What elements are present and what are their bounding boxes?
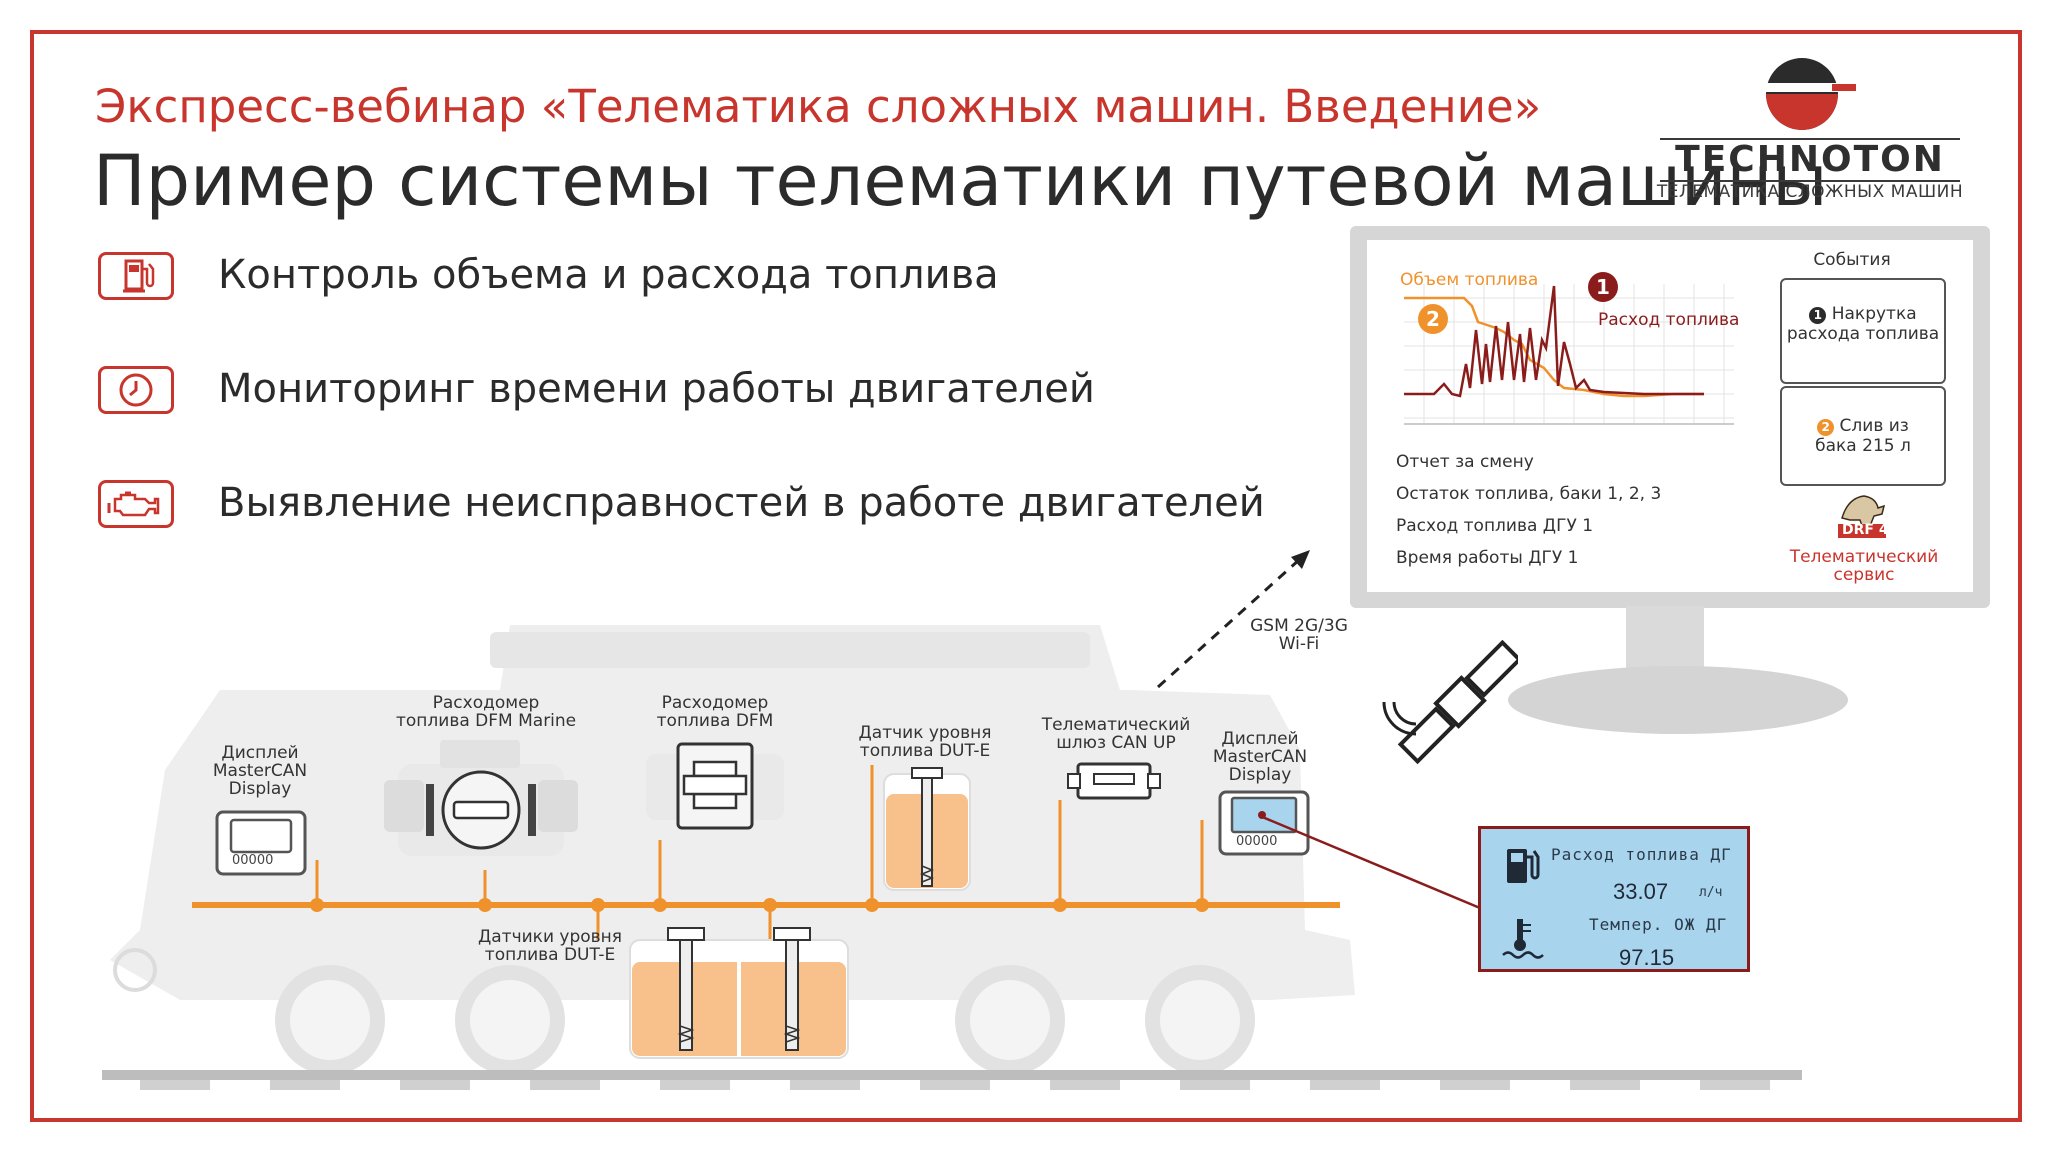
monitor-stand: [1508, 666, 1848, 734]
satellite-icon: [1378, 639, 1523, 765]
report-item: Расход топлива ДГУ 1: [1396, 516, 1594, 536]
report-item: Остаток топлива, баки 1, 2, 3: [1396, 484, 1662, 504]
fuel-pump-icon: [1503, 845, 1541, 891]
drf4-logo-text: DRF 4: [1842, 522, 1889, 538]
chart-badge-2: 2: [1418, 304, 1448, 334]
fuel-chart: [1404, 284, 1734, 425]
event-card-fuel-drain[interactable]: 2 Слив из бака 215 л: [1780, 386, 1946, 486]
events-title: События: [1813, 250, 1891, 270]
logo-wordmark: TECHNOTON: [1660, 138, 1960, 182]
fuel-volume-line: [1404, 296, 1704, 398]
page-title: Пример системы телематики путевой машины: [93, 140, 1828, 222]
display-right-counter: 00000: [1236, 834, 1278, 849]
drf4-logo-icon: [1832, 490, 1892, 540]
event-badge-2: 2: [1817, 419, 1835, 436]
event-card-fuel-tampering[interactable]: 1 Накрутка расхода топлива: [1780, 278, 1946, 384]
lcd-callout-line: [1259, 814, 1481, 910]
feature-engine-hours-text: Мониторинг времени работы двигателей: [218, 366, 1095, 412]
lcd-unit-fuel-rate: л/ч: [1699, 885, 1723, 900]
wireless-link-arrow: [1156, 550, 1310, 689]
can-up-gateway-device: [1066, 760, 1162, 802]
lcd-label-fuel-rate: Расход топлива ДГ: [1551, 845, 1732, 864]
event-badge-1: 1: [1809, 307, 1827, 324]
lcd-value-coolant-temp: 97.15: [1619, 945, 1675, 970]
report-item: Время работы ДГУ 1: [1396, 548, 1579, 568]
fuel-tanks-pair: [628, 926, 850, 1060]
chart-badge-1: 1: [1588, 272, 1618, 302]
coolant-temperature-icon: [1499, 915, 1545, 967]
lcd-label-coolant-temp: Темпер. ОЖ ДГ: [1589, 915, 1728, 934]
display-left-device: [215, 810, 307, 876]
dfm-marine-flowmeter: [380, 736, 580, 866]
logo-tagline: ТЕЛЕМАТИКА СЛОЖНЫХ МАШИН: [1656, 182, 1964, 202]
feature-fuel-text: Контроль объема и расхода топлива: [218, 252, 999, 298]
slide-frame: [30, 30, 2022, 1122]
dfm-flowmeter: [640, 736, 790, 836]
feature-faults-text: Выявление неисправностей в работе двигат…: [218, 480, 1265, 526]
dut-e-sensor-tank: [882, 766, 972, 892]
clock-icon: [98, 366, 174, 414]
engine-icon: [98, 480, 174, 528]
chart-volume-label: Объем топлива: [1400, 270, 1539, 290]
fuel-consumption-line: [1404, 285, 1704, 398]
report-item: Отчет за смену: [1396, 452, 1534, 472]
fuel-pump-icon: [98, 252, 174, 300]
chart-consumption-label: Расход топлива: [1598, 310, 1740, 330]
can-bus: [192, 765, 1340, 940]
webinar-subtitle: Экспресс-вебинар «Телематика сложных маш…: [95, 80, 1542, 133]
lcd-zoom-panel: Расход топлива ДГ 33.07 л/ч Темпер. ОЖ Д…: [1478, 826, 1750, 972]
display-left-counter: 00000: [232, 853, 274, 868]
lcd-value-fuel-rate: 33.07: [1613, 879, 1669, 904]
technoton-logo-icon: [1762, 52, 1858, 136]
